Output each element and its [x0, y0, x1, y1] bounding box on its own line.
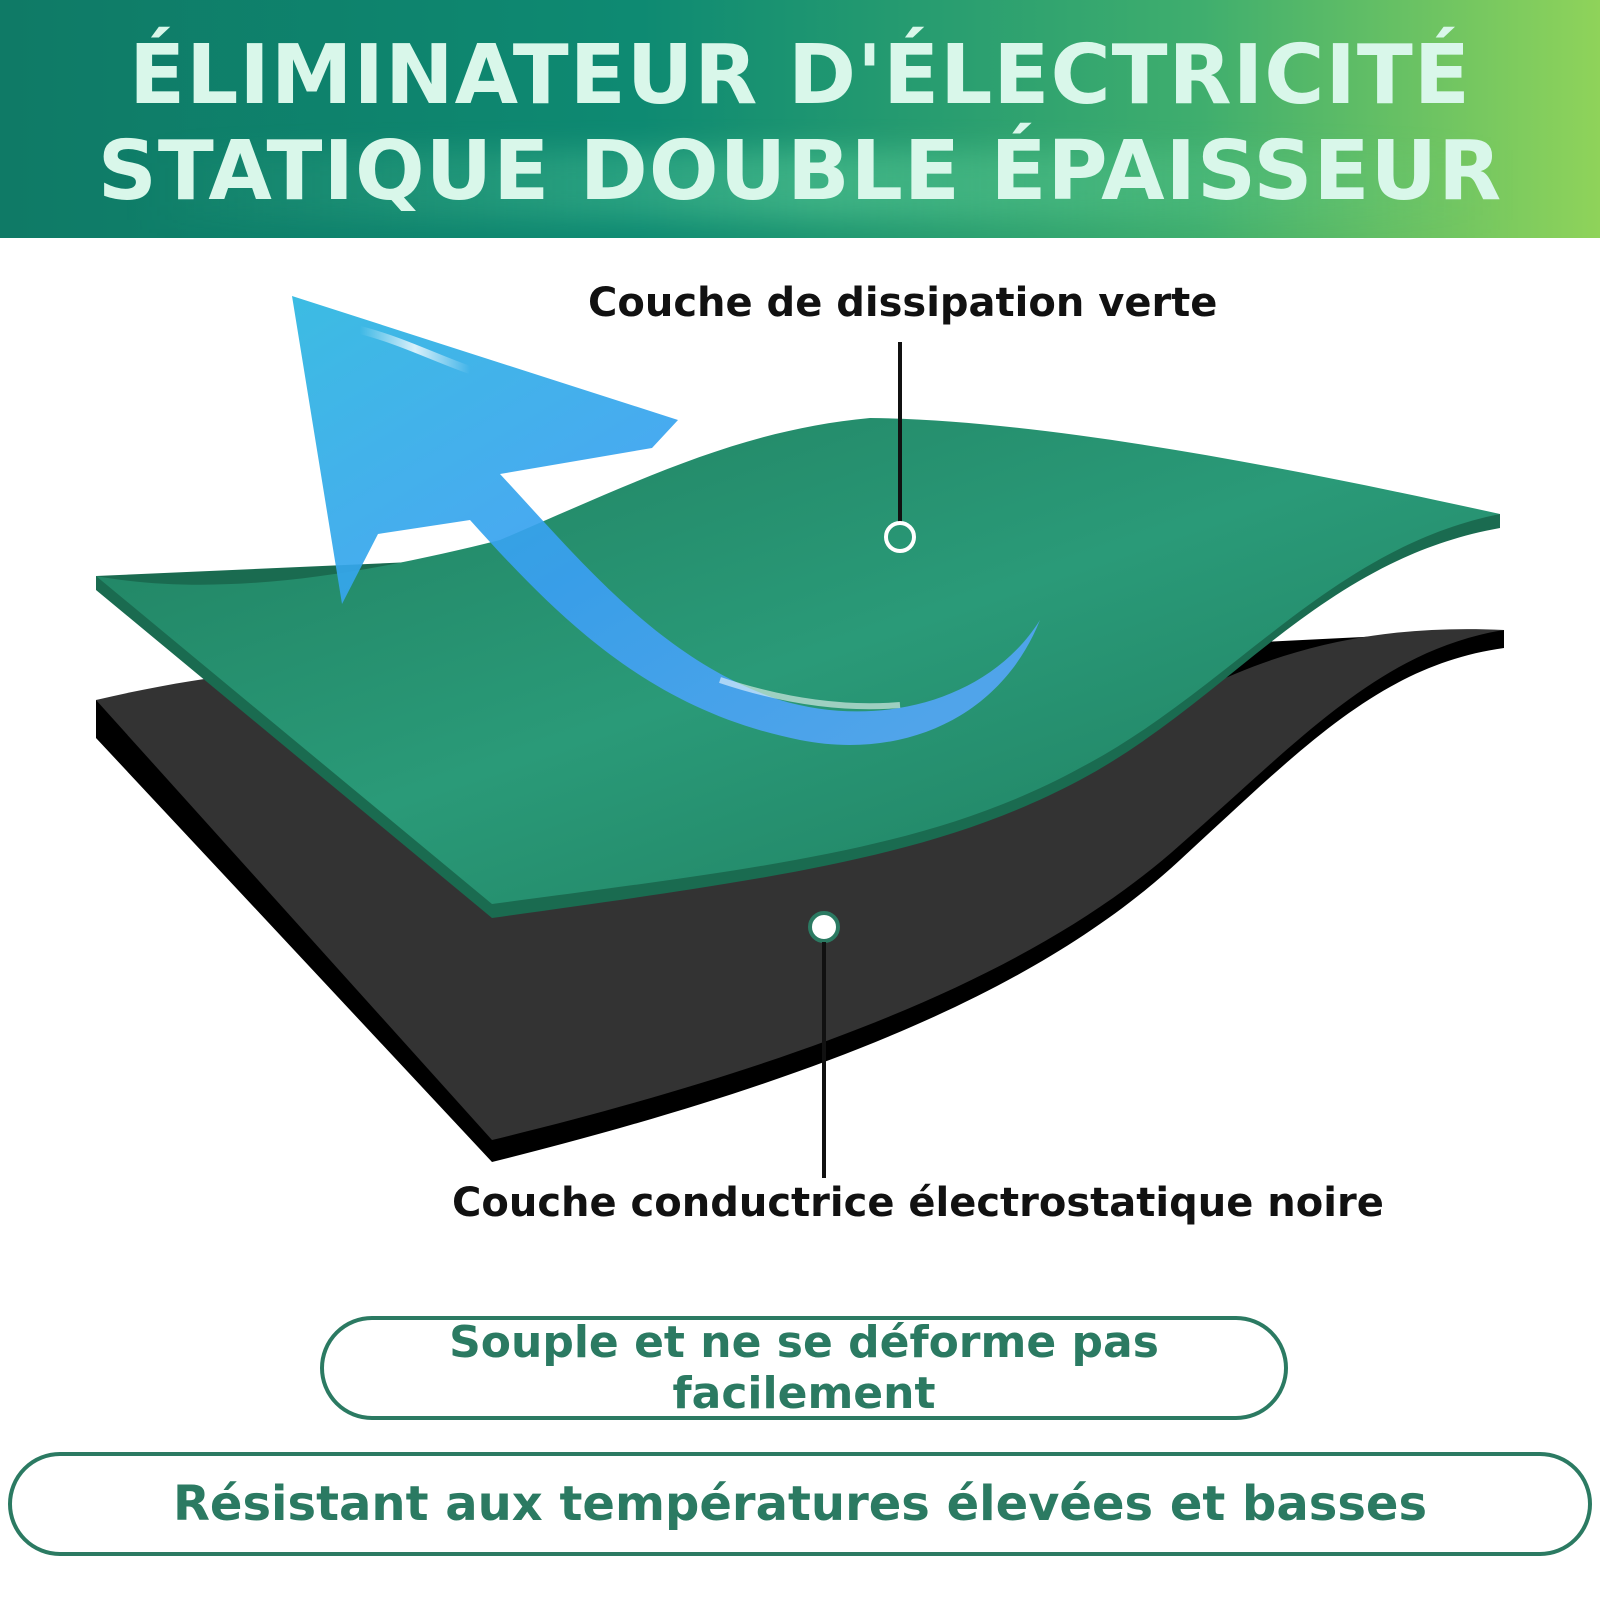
banner-glow [130, 150, 1510, 220]
feature-badge-flexible: Souple et ne se déforme pas facilement [320, 1316, 1288, 1420]
callout-bottom-marker [808, 911, 840, 943]
title-line-2: STATIQUE DOUBLE ÉPAISSEUR [97, 124, 1503, 219]
feature-badge-temperature: Résistant aux températures élevées et ba… [8, 1452, 1592, 1556]
page-title: ÉLIMINATEUR D'ÉLECTRICITÉ STATIQUE DOUBL… [0, 28, 1600, 220]
blue-arrow [292, 296, 1040, 745]
title-banner: ÉLIMINATEUR D'ÉLECTRICITÉ STATIQUE DOUBL… [0, 0, 1600, 238]
callout-bottom [808, 911, 840, 1178]
green-layer-surface [96, 418, 1500, 904]
title-line-1: ÉLIMINATEUR D'ÉLECTRICITÉ [129, 28, 1471, 123]
arrow-glint [719, 677, 901, 710]
callout-top [884, 342, 916, 553]
top-layer-label: Couche de dissipation verte [588, 280, 1218, 326]
arrow-body [292, 296, 1040, 745]
feature-text-flexible: Souple et ne se déforme pas facilement [449, 1317, 1159, 1419]
callout-top-marker [884, 521, 916, 553]
feature-text-temperature: Résistant aux températures élevées et ba… [172, 1476, 1428, 1532]
arrow-highlight [359, 326, 472, 374]
bottom-layer-label: Couche conductrice électrostatique noire [452, 1180, 1384, 1226]
layer-diagram [96, 296, 1504, 1178]
